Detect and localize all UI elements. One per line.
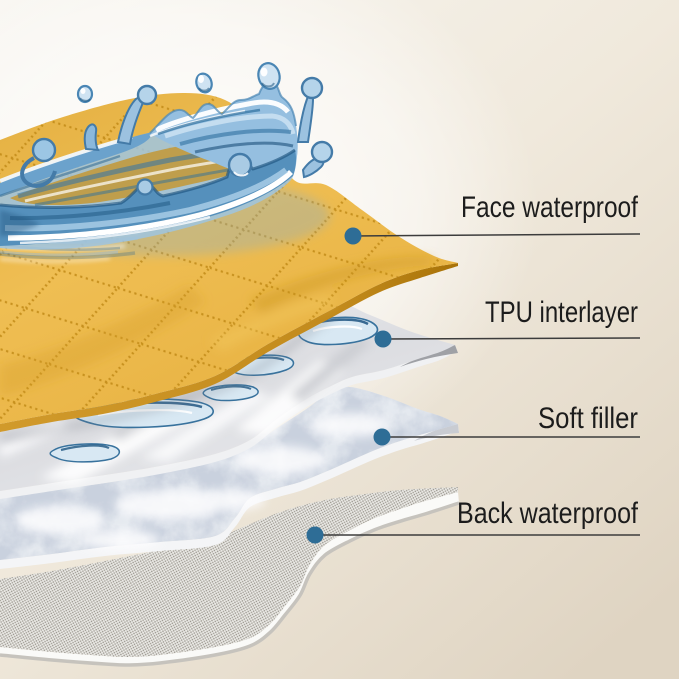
svg-text:Back waterproof: Back waterproof: [457, 497, 639, 530]
svg-text:Face waterproof: Face waterproof: [461, 191, 639, 224]
svg-text:Soft filler: Soft filler: [538, 402, 638, 435]
svg-text:TPU interlayer: TPU interlayer: [485, 296, 638, 329]
